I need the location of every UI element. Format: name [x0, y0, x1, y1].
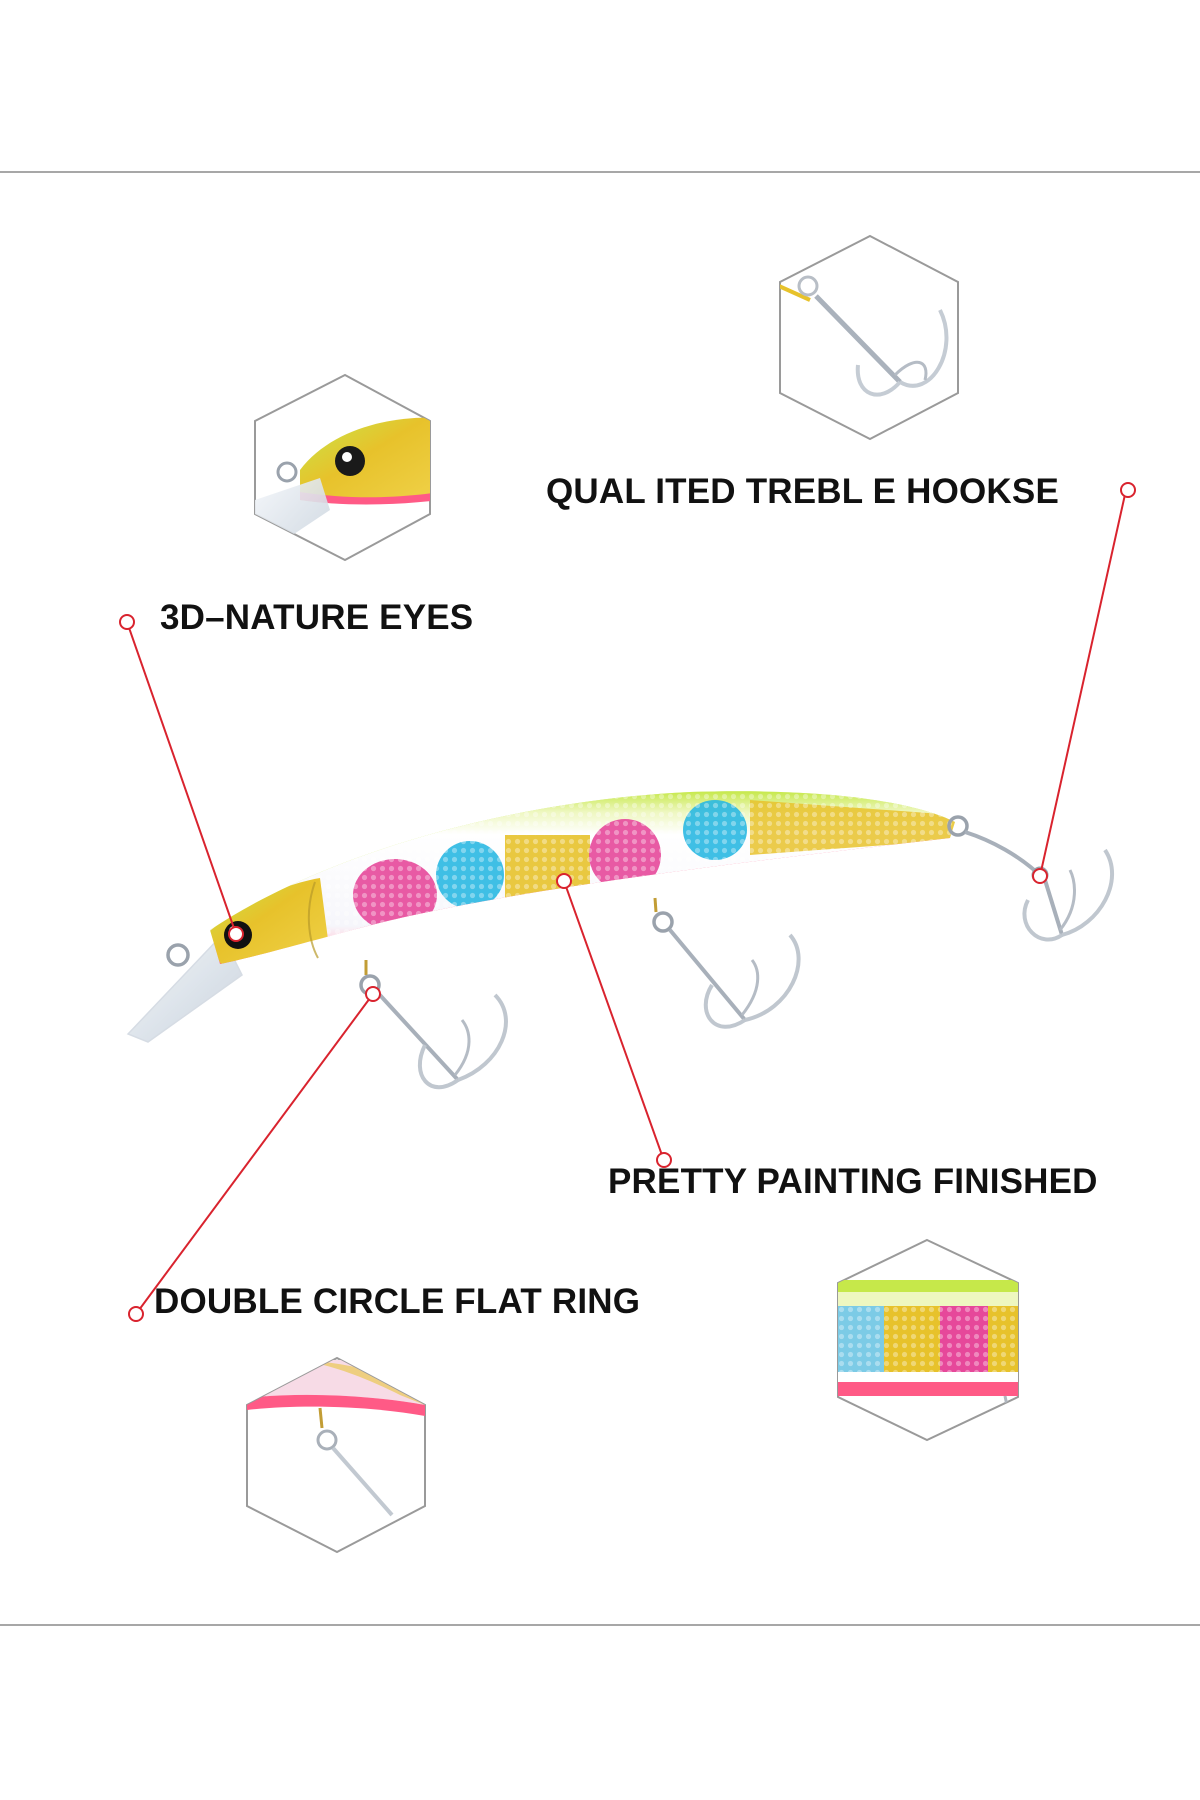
leader-treble-hooks: [1032, 482, 1136, 884]
ring-icon: [316, 1407, 394, 1517]
hexagon-eye: [254, 373, 431, 562]
fishing-lure: [126, 791, 1115, 1089]
label-flat-ring: DOUBLE CIRCLE FLAT RING: [154, 1282, 641, 1321]
label-painting-finished: PRETTY PAINTING FINISHED: [608, 1162, 1098, 1201]
middle-treble-hook: [652, 897, 801, 1029]
hexagon-flat-ring: [246, 1356, 426, 1554]
tail-treble-hook: [947, 815, 1115, 942]
hook-icon: [780, 275, 949, 397]
hexagon-treble-hook: [779, 234, 959, 441]
hexagon-painting: [837, 1238, 1019, 1442]
front-treble-hook: [359, 960, 508, 1089]
leader-eyes: [119, 614, 244, 942]
lure-lip: [126, 933, 243, 1043]
leader-painting: [556, 873, 672, 1168]
label-nature-eyes: 3D–NATURE EYES: [160, 598, 474, 637]
nose-ring: [166, 943, 190, 967]
label-treble-hooks: QUAL ITED TREBL E HOOKSE: [546, 472, 1060, 511]
eye-icon: [335, 446, 365, 476]
leader-flat-ring: [128, 986, 381, 1322]
